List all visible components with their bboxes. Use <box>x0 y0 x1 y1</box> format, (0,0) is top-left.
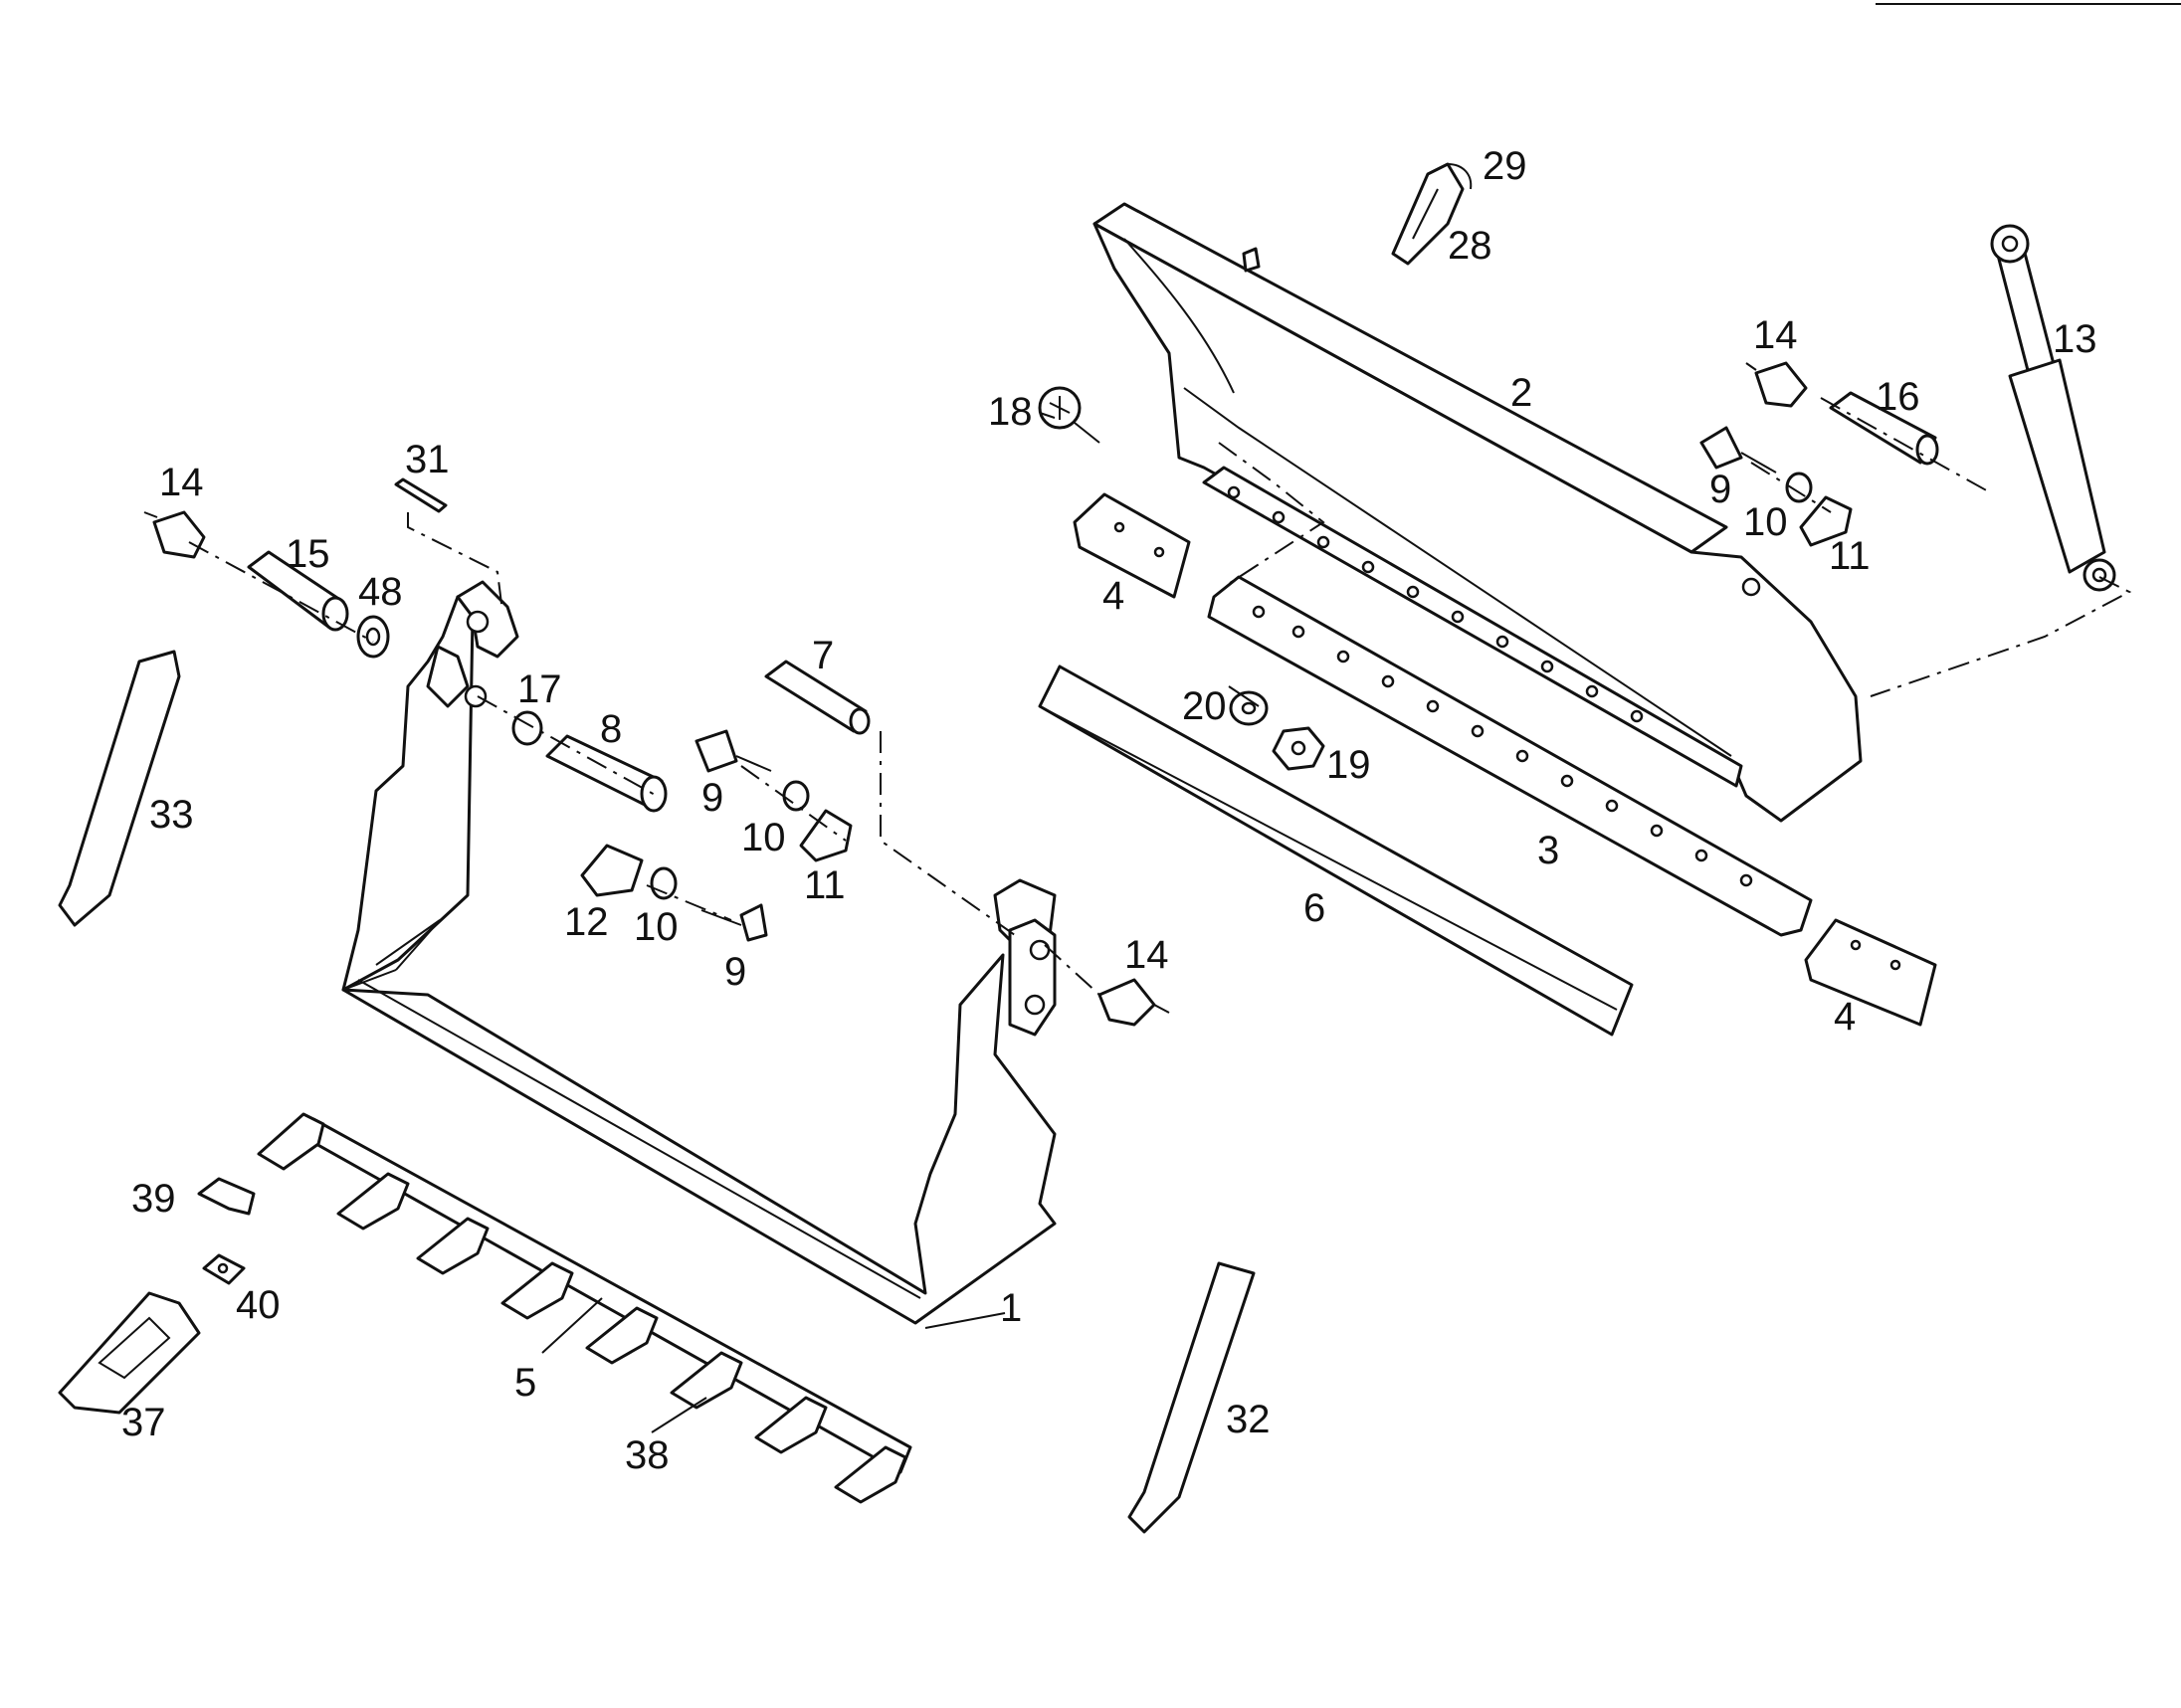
cutting-edge-upper <box>1202 466 1743 788</box>
pin-7 <box>764 660 871 735</box>
end-bit-lower <box>1804 918 1937 1027</box>
tooth-37 <box>58 1291 201 1415</box>
label-19: 19 <box>1326 743 1371 787</box>
label-3: 3 <box>1537 829 1559 872</box>
pin-15 <box>247 550 349 632</box>
label-13: 13 <box>2053 317 2097 361</box>
bolt-18 <box>1038 386 1100 444</box>
roll-pin-31 <box>394 477 448 513</box>
side-plate-32 <box>1127 1261 1256 1534</box>
label-18: 18 <box>988 390 1033 434</box>
bolt-9a <box>694 729 772 773</box>
label-16: 16 <box>1876 375 1920 419</box>
label-4a: 4 <box>1102 574 1124 618</box>
label-5: 5 <box>514 1361 536 1405</box>
label-32: 32 <box>1226 1398 1271 1441</box>
washer-20 <box>1229 690 1269 726</box>
latch-28-29 <box>1391 162 1473 266</box>
assembly-lines <box>188 397 2132 996</box>
leader-lines <box>541 412 1260 1433</box>
label-14a: 14 <box>159 461 204 504</box>
washer-10c <box>1785 472 1813 503</box>
nut-19 <box>1272 726 1325 771</box>
label-11a: 11 <box>804 863 846 907</box>
label-20: 20 <box>1182 684 1227 728</box>
label-48: 48 <box>358 570 403 614</box>
label-9c: 9 <box>1709 468 1731 511</box>
label-40: 40 <box>236 1283 281 1327</box>
label-14c: 14 <box>1753 313 1798 357</box>
label-14b: 14 <box>1124 933 1169 977</box>
pin-16 <box>1829 391 1939 466</box>
label-2: 2 <box>1510 371 1532 415</box>
label-15: 15 <box>286 532 330 576</box>
label-29: 29 <box>1483 144 1527 188</box>
label-9b: 9 <box>724 950 746 994</box>
label-17: 17 <box>517 667 562 711</box>
label-28: 28 <box>1448 224 1492 268</box>
label-6: 6 <box>1303 886 1325 930</box>
label-9a: 9 <box>701 776 723 820</box>
label-4b: 4 <box>1834 995 1856 1039</box>
tooth-bar <box>257 1112 912 1504</box>
washer-48 <box>356 615 390 659</box>
label-1: 1 <box>1000 1286 1022 1330</box>
bolt-9b <box>700 903 768 942</box>
grease-fitting-14a <box>143 510 206 559</box>
label-10c: 10 <box>1743 500 1788 544</box>
label-10b: 10 <box>634 905 679 949</box>
label-11b: 11 <box>1829 534 1871 578</box>
label-12: 12 <box>564 900 609 944</box>
label-38: 38 <box>625 1433 670 1477</box>
label-31: 31 <box>405 438 450 481</box>
label-10a: 10 <box>741 816 786 859</box>
blade <box>1092 202 1863 823</box>
hydraulic-cylinder <box>1990 224 2116 592</box>
washer-10b <box>650 866 678 900</box>
cutting-edge-6 <box>1038 664 1634 1037</box>
bracket-12 <box>580 844 644 897</box>
part-labels: 1 2 3 4 4 5 6 7 8 9 9 9 10 10 10 11 11 1… <box>121 144 2097 1477</box>
bracket-11b <box>1799 495 1853 547</box>
lock-40 <box>202 1253 246 1285</box>
end-bit-upper <box>1073 492 1191 599</box>
bushing-17 <box>511 710 543 746</box>
grease-fitting-14c <box>1745 361 1808 408</box>
bolt-9c <box>1699 426 1777 474</box>
bracket-11a <box>799 809 853 862</box>
cutting-edge-3 <box>1207 575 1813 937</box>
label-8: 8 <box>600 707 622 751</box>
washer-10a <box>782 780 810 812</box>
label-7: 7 <box>812 634 834 677</box>
label-39: 39 <box>131 1177 176 1221</box>
grease-fitting-14b <box>1097 978 1170 1027</box>
label-33: 33 <box>149 793 194 837</box>
bucket <box>341 580 1057 1325</box>
side-plate-33 <box>58 650 181 927</box>
label-37: 37 <box>121 1401 166 1444</box>
retainer-39 <box>197 1177 256 1216</box>
